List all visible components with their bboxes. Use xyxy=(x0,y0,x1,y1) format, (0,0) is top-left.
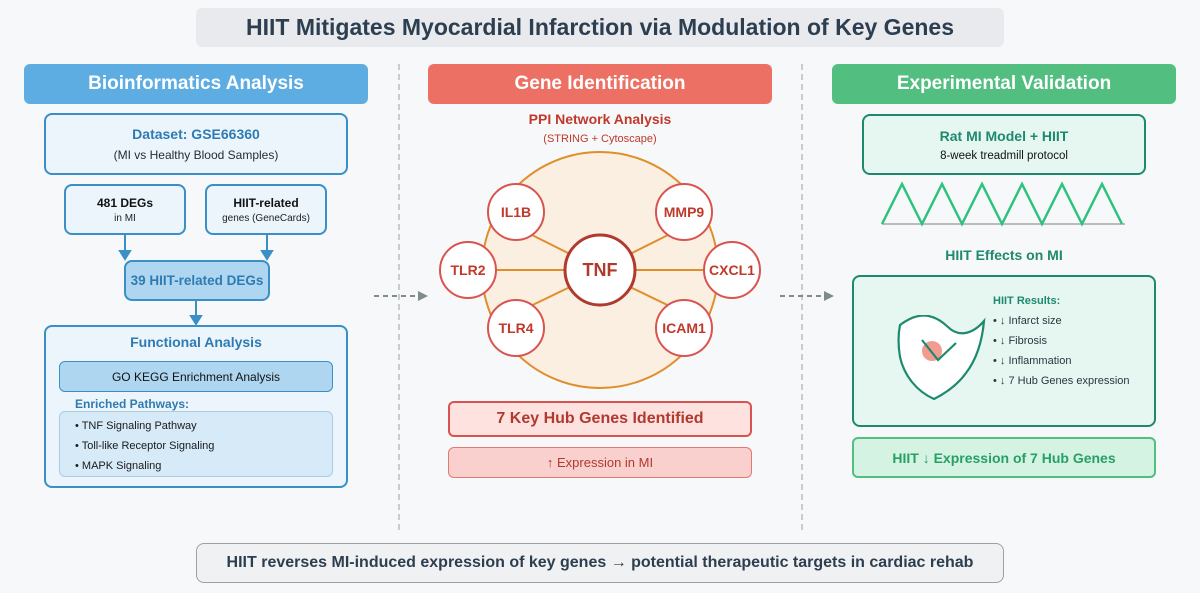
hiit-effects-title: HIIT Effects on MI xyxy=(945,247,1063,263)
hiit-expression-summary-box: HIIT ↓ Expression of 7 Hub Genes xyxy=(852,437,1156,478)
degs-title: 481 DEGs xyxy=(96,195,154,210)
node-label: TLR2 xyxy=(451,262,486,278)
interval-line xyxy=(880,181,1124,227)
hub-node: CXCL1 xyxy=(703,241,761,299)
node-circle xyxy=(655,183,713,241)
dataset-subtitle: (MI vs Healthy Blood Samples) xyxy=(113,148,279,162)
pathways-list: • TNF Signaling Pathway • Toll-like Rece… xyxy=(59,411,333,477)
result-item: • ↓ 7 Hub Genes expression xyxy=(993,375,1130,387)
hub-node: TLR2 xyxy=(439,241,497,299)
diagram-title: HIIT Mitigates Myocardial Infarction via… xyxy=(196,8,1004,47)
conclusion-banner: HIIT reverses MI-induced expression of k… xyxy=(196,543,1004,583)
node-circle xyxy=(655,299,713,357)
hiit-related-degs-box: 39 HIIT-related DEGs xyxy=(124,260,270,301)
arrow-head-icon xyxy=(118,250,132,261)
enriched-pathways-label: Enriched Pathways: xyxy=(75,397,190,411)
flow-arrow-bio-to-gene xyxy=(374,291,428,301)
hiit-results-list: • ↓ Infarct size • ↓ Fibrosis • ↓ Inflam… xyxy=(993,315,1130,395)
hub-node: MMP9 xyxy=(655,183,713,241)
node-label: IL1B xyxy=(501,204,531,220)
experimental-validation-header: Experimental Validation xyxy=(832,64,1176,104)
expression-in-mi-box: ↑ Expression in MI xyxy=(448,447,752,478)
ppi-subtitle: (STRING + Cytoscape) xyxy=(543,133,657,145)
pathway-item: • MAPK Signaling xyxy=(75,460,162,472)
checkmark-icon xyxy=(921,339,957,362)
go-kegg-box: GO KEGG Enrichment Analysis xyxy=(59,361,333,392)
dataset-title: Dataset: GSE66360 xyxy=(132,126,260,142)
node-circle xyxy=(487,299,545,357)
arrow-head-icon xyxy=(824,291,834,301)
node-label: TLR4 xyxy=(499,320,534,336)
arrow-head-icon xyxy=(418,291,428,301)
hub-node: TLR4 xyxy=(487,299,545,357)
ppi-title: PPI Network Analysis xyxy=(528,111,672,127)
node-circle xyxy=(703,241,761,299)
result-item: • ↓ Inflammation xyxy=(993,355,1072,367)
hiit-interval-waveform xyxy=(880,181,1125,227)
node-circle xyxy=(487,183,545,241)
bio-flow-arrows xyxy=(118,235,274,326)
hub-node: ICAM1 xyxy=(655,299,713,357)
rat-model-subtitle: 8-week treadmill protocol xyxy=(940,149,1068,162)
gene-identification-header: Gene Identification xyxy=(428,64,772,104)
degs-box: 481 DEGs in MI xyxy=(64,184,186,235)
rat-model-title: Rat MI Model + HIIT xyxy=(939,127,1069,144)
bioinformatics-header: Bioinformatics Analysis xyxy=(24,64,368,104)
arrow-head-icon xyxy=(189,315,203,326)
pathway-item: • Toll-like Receptor Signaling xyxy=(75,440,215,452)
hiit-genes-box: HIIT-related genes (GeneCards) xyxy=(205,184,327,235)
hiit-genes-subtitle: genes (GeneCards) xyxy=(222,212,310,224)
node-label: CXCL1 xyxy=(709,262,755,278)
column-divider xyxy=(398,64,400,530)
node-circle xyxy=(439,241,497,299)
functional-analysis-title: Functional Analysis xyxy=(130,334,262,350)
result-item: • ↓ Infarct size xyxy=(993,315,1062,327)
pathway-item: • TNF Signaling Pathway xyxy=(75,420,197,432)
result-item: • ↓ Fibrosis xyxy=(993,335,1047,347)
hiit-genes-title: HIIT-related xyxy=(233,195,299,210)
hiit-results-title: HIIT Results: xyxy=(993,295,1061,307)
node-label: MMP9 xyxy=(664,204,705,220)
node-label: ICAM1 xyxy=(662,320,706,336)
key-hub-genes-box: 7 Key Hub Genes Identified xyxy=(448,401,752,437)
hub-node: IL1B xyxy=(487,183,545,241)
heart-shield-icon xyxy=(897,315,986,401)
rat-model-box: Rat MI Model + HIIT 8-week treadmill pro… xyxy=(862,114,1146,175)
node-circle xyxy=(563,233,637,307)
node-label: TNF xyxy=(583,260,618,280)
arrow-head-icon xyxy=(260,250,274,261)
flow-arrow-gene-to-exp xyxy=(780,291,834,301)
hub-node-center: TNF xyxy=(563,233,637,307)
degs-subtitle: in MI xyxy=(114,212,136,224)
dataset-box: Dataset: GSE66360 (MI vs Healthy Blood S… xyxy=(44,113,348,175)
